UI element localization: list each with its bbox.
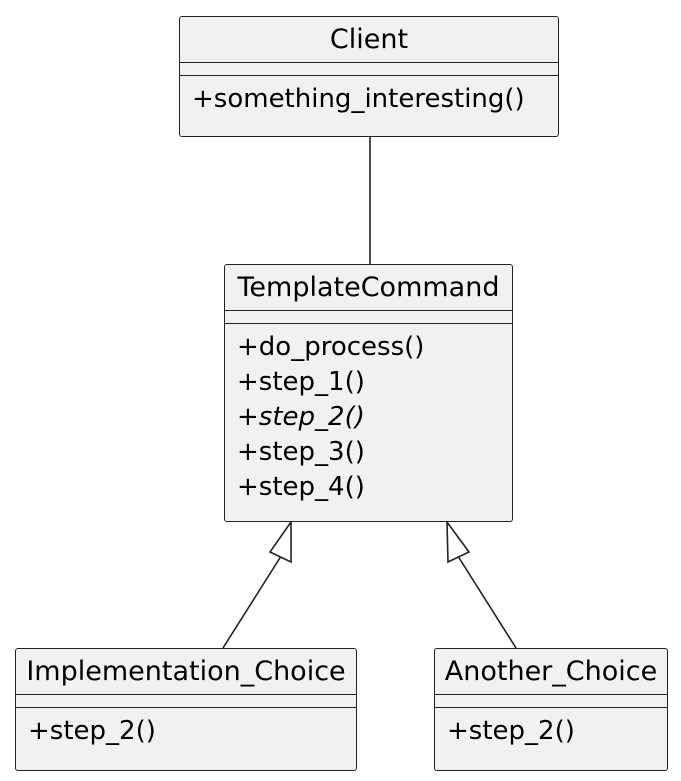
generalization-line-another-choice [457,556,517,649]
attributes-compartment-implementation-choice [16,695,356,708]
attributes-compartment-template-command [225,311,512,324]
attributes-compartment-client [180,63,558,76]
operations-compartment-client: +something_interesting() [180,76,558,123]
operations-compartment-implementation-choice: +step_2() [16,708,356,755]
inheritance-arrowhead-implementation-choice [268,519,292,564]
operation-something-interesting: +something_interesting() [192,84,525,114]
operation-step-2-implementation: +step_2() [28,716,156,746]
operation-do-process: +do_process() [237,332,425,362]
operations-compartment-another-choice: +step_2() [435,708,667,755]
inheritance-arrowhead-another-choice [446,519,471,564]
class-name-client: Client [180,17,558,63]
class-client[interactable]: Client +something_interesting() [179,16,559,137]
attributes-compartment-another-choice [435,695,667,708]
operation-step-3: +step_3() [237,437,365,467]
operation-step-2-abstract: +step_2() [237,402,365,432]
class-name-template-command: TemplateCommand [225,265,512,311]
operations-compartment-template-command: +do_process() +step_1() +step_2() +step_… [225,324,512,511]
class-another-choice[interactable]: Another_Choice +step_2() [434,648,668,771]
operation-step-4: +step_4() [237,472,365,502]
generalization-line-implementation-choice [222,556,282,649]
class-template-command[interactable]: TemplateCommand +do_process() +step_1() … [224,264,513,522]
operation-step-1: +step_1() [237,367,365,397]
class-name-implementation-choice: Implementation_Choice [16,649,356,695]
class-name-another-choice: Another_Choice [435,649,667,695]
operation-step-2-another: +step_2() [447,716,575,746]
class-implementation-choice[interactable]: Implementation_Choice +step_2() [15,648,357,771]
